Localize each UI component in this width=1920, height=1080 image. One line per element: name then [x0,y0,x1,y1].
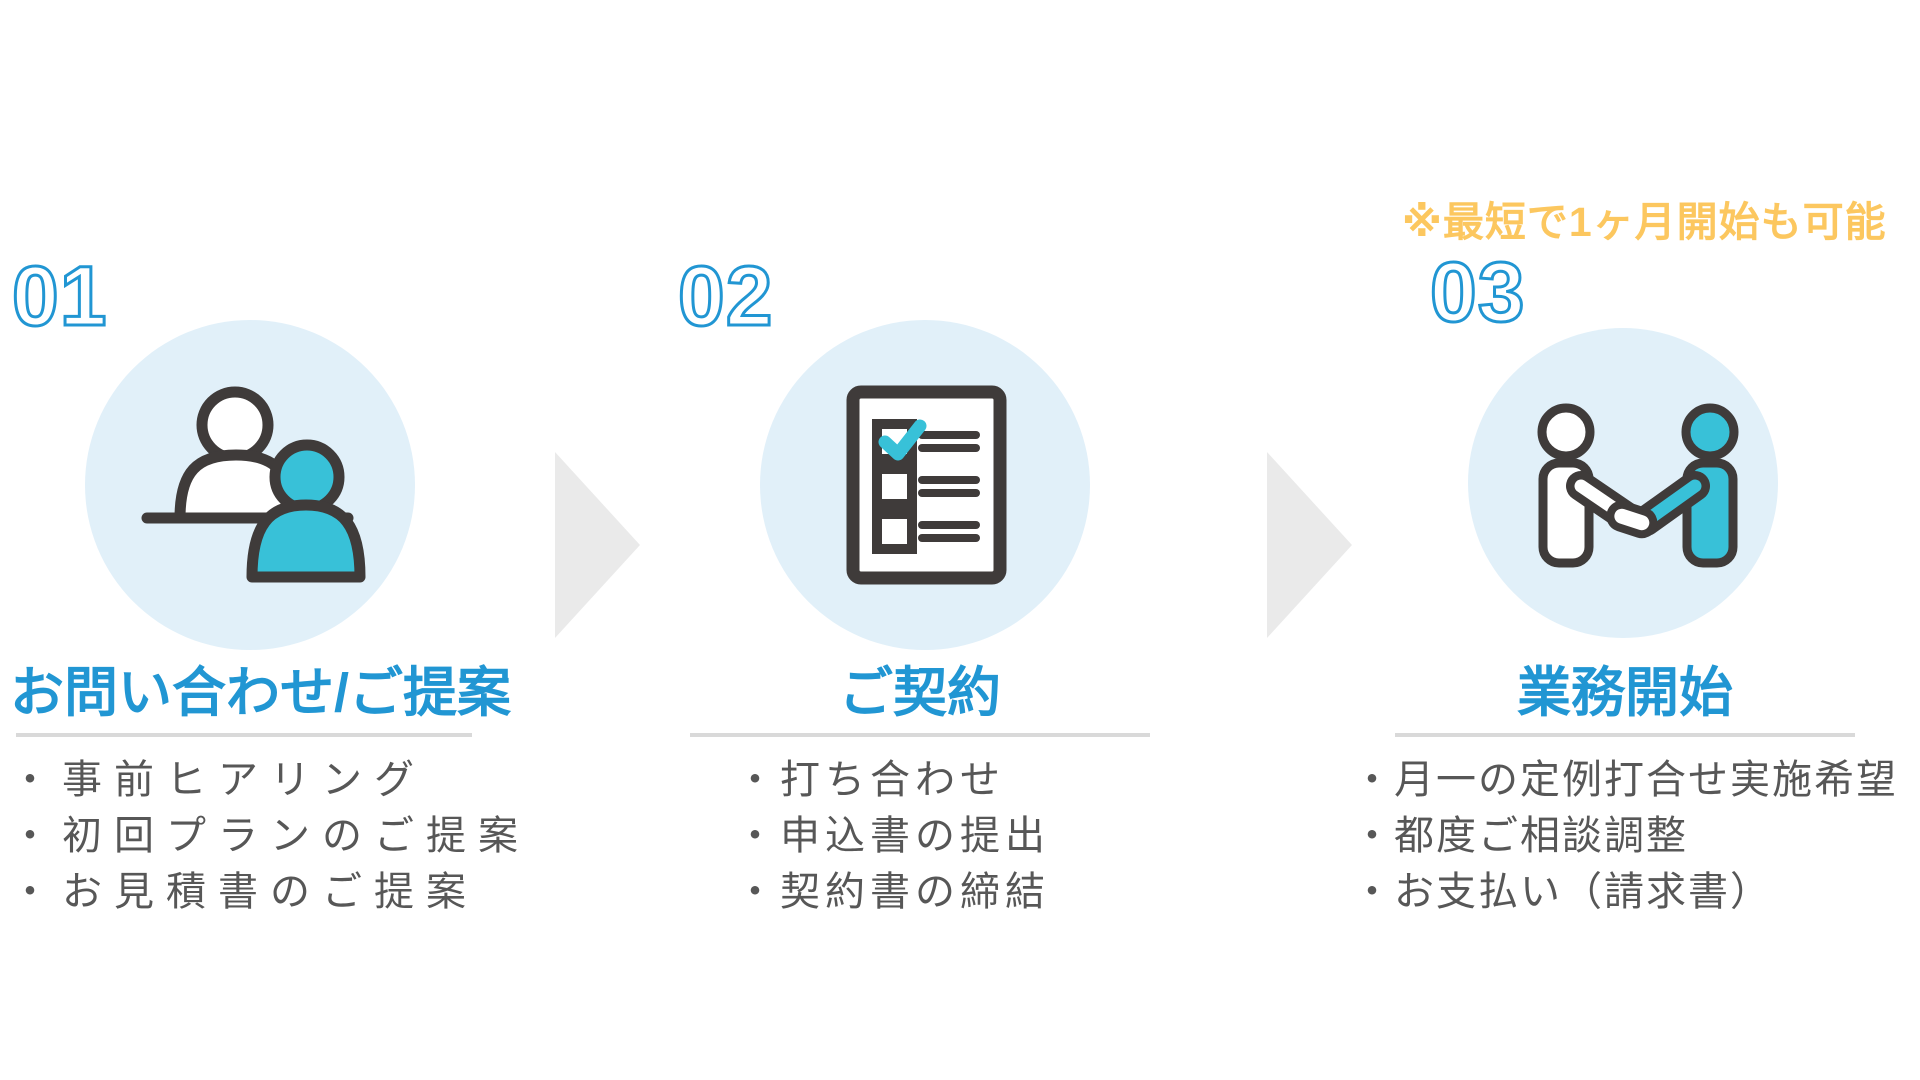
step-2-icon-circle [760,320,1090,650]
contract-checklist-icon [846,385,1007,585]
step-3-title: 業務開始 [1517,663,1733,723]
list-item: ・事前ヒアリング [10,758,426,802]
list-item: ・打ち合わせ [735,758,1005,802]
step-1-underline [16,733,472,737]
list-item: ・お支払い（請求書） [1352,870,1772,914]
step-1-bullet-list: ・事前ヒアリング ・初回プランのご提案 ・お見積書のご提案 [10,752,530,920]
list-item: ・初回プランのご提案 [10,814,530,858]
list-item: ・月一の定例打合せ実施希望 [1352,758,1898,802]
step-3-bullet-list: ・月一の定例打合せ実施希望 ・都度ご相談調整 ・お支払い（請求書） [1352,752,1898,920]
note-text: ※最短で1ヶ月開始も可能 [1402,199,1887,245]
step-2-number: 02 [676,249,774,343]
arrow-right-icon-1 [555,452,640,638]
step-1-icon-circle [85,320,415,650]
handshake-icon [1537,403,1739,568]
step-2-underline [690,733,1150,737]
list-item: ・契約書の締結 [735,870,1050,914]
list-item: ・お見積書のご提案 [10,870,478,914]
step-2-bullet-list: ・打ち合わせ ・申込書の提出 ・契約書の締結 [735,752,1050,920]
step-1-title: お問い合わせ/ご提案 [10,663,512,723]
step-1-number: 01 [10,249,108,343]
step-3-underline [1395,733,1855,737]
arrow-right-icon-2 [1267,452,1352,638]
step-3-icon-circle [1468,328,1778,638]
list-item: ・申込書の提出 [735,814,1050,858]
consultation-icon [141,386,366,583]
step-3-number: 03 [1428,245,1526,339]
list-item: ・都度ご相談調整 [1352,814,1688,858]
step-2-title: ご契約 [839,663,1001,723]
